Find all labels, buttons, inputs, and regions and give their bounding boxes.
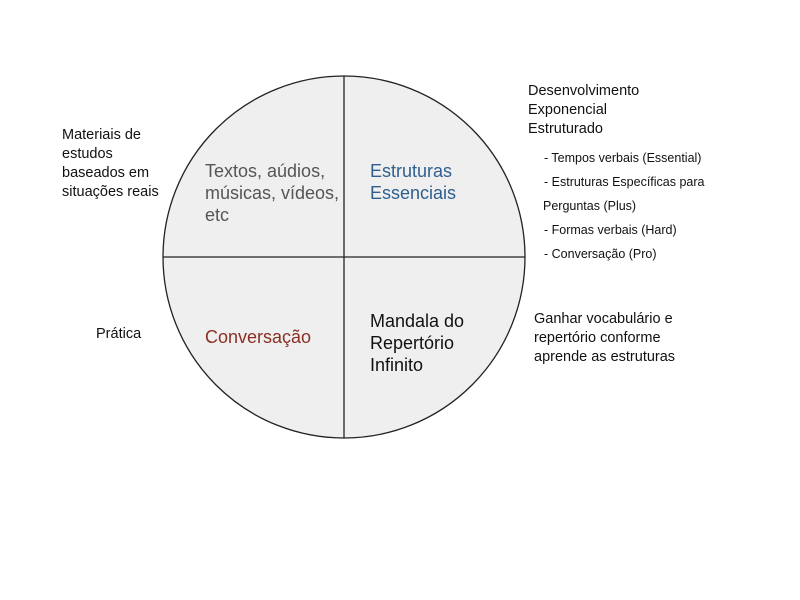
label-practice: Prática bbox=[96, 326, 142, 342]
list-item: - Tempos verbais (Essential) bbox=[544, 151, 702, 165]
label-study-materials: Materiais de estudos baseados em situaçõ… bbox=[62, 127, 159, 200]
list-item: - Conversação (Pro) bbox=[544, 247, 657, 261]
label-vocabulary: Ganhar vocabulário e repertório conforme… bbox=[534, 311, 676, 365]
structure-list: - Tempos verbais (Essential) - Estrutura… bbox=[543, 146, 705, 266]
label-structured-development: Desenvolvimento Exponencial Estruturado bbox=[528, 83, 640, 137]
quadrant-bottom-left: Conversação bbox=[205, 327, 312, 347]
quadrant-bottom-right: Mandala do Repertório Infinito bbox=[370, 311, 465, 375]
list-item: - Formas verbais (Hard) bbox=[544, 223, 677, 237]
list-item: Perguntas (Plus) bbox=[543, 199, 637, 213]
quadrant-top-left: Textos, aúdios, músicas, vídeos, etc bbox=[205, 161, 340, 225]
quadrant-top-right: Estruturas Essenciais bbox=[370, 161, 457, 203]
list-item: - Estruturas Específicas para bbox=[544, 175, 705, 189]
